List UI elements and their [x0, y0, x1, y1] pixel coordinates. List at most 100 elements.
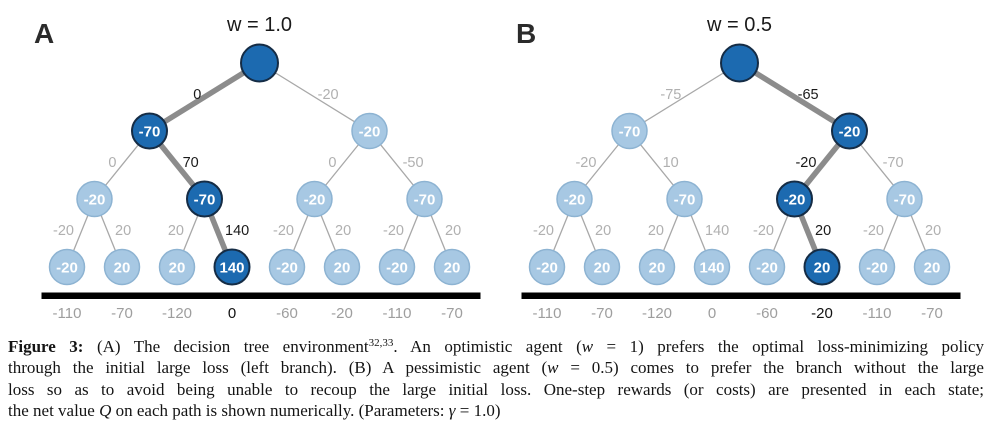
tree-edge-highlighted — [738, 60, 851, 134]
panel-title: w = 1.0 — [226, 14, 292, 36]
caption-text: (A) The decision tree environment — [83, 337, 369, 356]
tree-node-light — [583, 248, 621, 286]
caption-text: γ — [448, 401, 456, 421]
path-value: -20 — [811, 305, 833, 322]
tree-node-dark — [186, 180, 223, 218]
tree-node-dark — [720, 43, 759, 83]
caption-line: Figure 3: (A) The decision tree environm… — [8, 333, 984, 357]
node-value: 20 — [649, 260, 666, 277]
tree-node-dark — [213, 248, 251, 286]
path-value: -70 — [591, 305, 613, 322]
node-value: -70 — [674, 192, 696, 209]
panel-label-a: A — [34, 18, 55, 49]
ground-line — [41, 292, 481, 299]
tree-node-dark — [131, 112, 168, 150]
caption-text: = 1.0) — [455, 401, 501, 421]
path-value: -120 — [162, 305, 192, 322]
edge-label: 140 — [705, 223, 729, 239]
edge-label: 20 — [648, 223, 664, 239]
node-value: -20 — [359, 124, 381, 141]
tree-edge — [259, 62, 370, 132]
edge-label: -65 — [798, 87, 819, 103]
path-value: 0 — [228, 305, 236, 322]
path-value: -70 — [441, 305, 463, 322]
edge-label: -75 — [660, 87, 681, 103]
edge-label: 20 — [168, 223, 184, 239]
tree-node-light — [913, 248, 951, 286]
path-value: -110 — [53, 305, 82, 322]
caption-text: = 0.5) comes to prefer the branch withou… — [558, 358, 984, 378]
tree-node-light — [638, 248, 676, 286]
path-value: -120 — [642, 305, 672, 322]
tree-node-light — [76, 180, 113, 218]
node-value: -20 — [839, 124, 861, 141]
tree-node-light — [406, 180, 443, 218]
edge-label: 0 — [193, 87, 201, 103]
path-value: -60 — [756, 305, 778, 322]
panel-label-b: B — [516, 18, 537, 49]
node-value: -70 — [619, 124, 641, 141]
edge-label: 20 — [115, 223, 131, 239]
tree-node-light — [611, 112, 648, 150]
edge-label: 20 — [595, 223, 611, 239]
path-value: 0 — [708, 305, 716, 322]
path-value: -110 — [863, 305, 892, 322]
caption-text: = 1) prefers the optimal loss-minimizing… — [593, 337, 984, 356]
node-value: -20 — [756, 260, 778, 277]
node-value: 20 — [444, 260, 461, 277]
path-value: -60 — [276, 305, 298, 322]
node-value: -20 — [56, 260, 78, 277]
node-value: -20 — [564, 192, 586, 209]
node-value: -70 — [894, 192, 916, 209]
caption-line: through the initial large loss (left bra… — [8, 357, 984, 378]
path-value: -20 — [331, 305, 353, 322]
edge-label: 0 — [328, 155, 336, 171]
caption-line: loss so as to avoid being unable to reco… — [8, 379, 984, 400]
ground-line — [521, 292, 961, 299]
caption-text: Q — [99, 401, 112, 421]
node-value: -20 — [866, 260, 888, 277]
edge-label: -70 — [883, 155, 904, 171]
tree-node-dark — [803, 248, 841, 286]
caption-text: Figure 3: — [8, 337, 84, 356]
path-value: -110 — [533, 305, 562, 322]
tree-node-light — [351, 112, 388, 150]
caption-text: the net value — [8, 401, 100, 421]
node-value: -20 — [84, 192, 106, 209]
tree-node-light — [748, 248, 786, 286]
edge-label: -20 — [318, 87, 339, 103]
node-value: 20 — [334, 260, 351, 277]
tree-node-light — [858, 248, 896, 286]
node-value: 20 — [114, 260, 131, 277]
node-value: -20 — [784, 192, 806, 209]
edge-label: -20 — [53, 223, 74, 239]
tree-node-light — [103, 248, 141, 286]
tree-node-light — [693, 248, 731, 286]
node-value: 140 — [219, 260, 244, 277]
tree-edge-highlighted — [148, 60, 261, 134]
caption-superscript: 32,33 — [368, 337, 394, 349]
tree-node-dark — [831, 112, 868, 150]
edge-label: 20 — [335, 223, 351, 239]
node-value: -20 — [536, 260, 558, 277]
path-value: -110 — [383, 305, 412, 322]
tree-edge — [629, 62, 740, 132]
path-value: -70 — [111, 305, 133, 322]
edge-label: 70 — [183, 155, 199, 171]
tree-node-light — [48, 248, 86, 286]
tree-node-light — [556, 180, 593, 218]
tree-node-light — [378, 248, 416, 286]
edge-label: -20 — [575, 155, 596, 171]
tree-node-dark — [776, 180, 813, 218]
tree-node-light — [528, 248, 566, 286]
caption-text: loss so as to avoid being unable to reco… — [8, 379, 984, 399]
edge-label: 10 — [663, 155, 679, 171]
caption-text: w — [581, 337, 594, 356]
tree-node-light — [433, 248, 471, 286]
tree-node-light — [296, 180, 333, 218]
node-value: 20 — [814, 260, 831, 277]
edge-label: -20 — [533, 223, 554, 239]
edge-label: -50 — [403, 155, 424, 171]
tree-node-dark — [240, 43, 279, 83]
